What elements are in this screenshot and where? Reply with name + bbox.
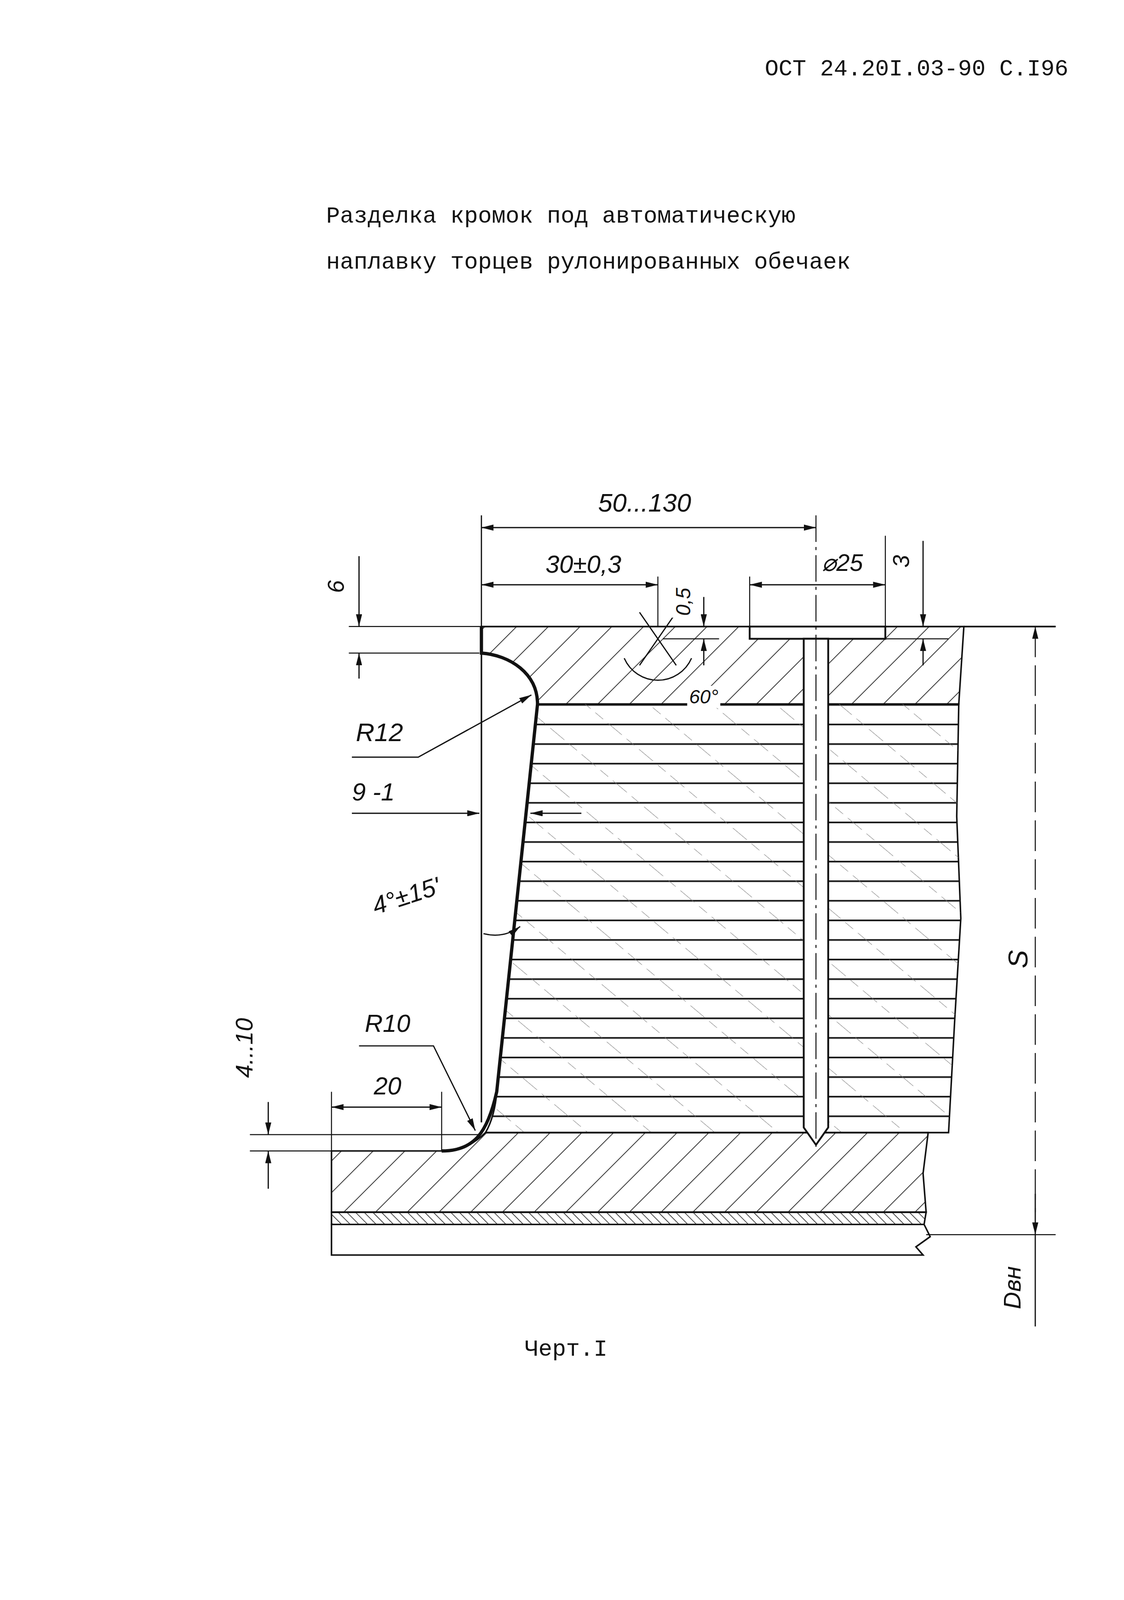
counterbore: [749, 626, 886, 639]
extension-line: [885, 637, 949, 639]
radius-text: R10: [362, 1008, 413, 1038]
dimension-text: 50...130: [596, 487, 693, 518]
extension-line: [441, 1091, 442, 1151]
dimension-text: 0,5: [671, 585, 696, 618]
extension-line: [480, 515, 482, 627]
base-strip: [331, 1224, 931, 1256]
dimension-line: [1034, 626, 1036, 1212]
dimension-line: [481, 527, 816, 529]
dimension-line: [1034, 1234, 1037, 1327]
leader-line: [530, 812, 582, 815]
dimension-arrow: [358, 653, 360, 679]
extension-line: [249, 1150, 332, 1152]
leader-line: [351, 812, 480, 815]
inner-shell: [331, 1132, 929, 1212]
extension-line: [884, 535, 886, 627]
angle-arc: [483, 926, 521, 935]
dimension-text: 30±0,3: [543, 549, 624, 579]
document-code: ОСТ 24.20I.03-90 С.I96: [762, 56, 1071, 83]
dimension-line: [481, 584, 659, 586]
leader-line: [359, 1045, 476, 1130]
center-line: [815, 515, 817, 1151]
dimension-line: [331, 1106, 442, 1108]
dimension-text: 4...10: [230, 1015, 259, 1080]
dimension-text: 3: [888, 552, 916, 570]
dimension-line: [749, 584, 886, 586]
angle-text: 60°: [687, 685, 721, 708]
figure-caption: Черт.I: [522, 1336, 610, 1363]
drawing-title: Разделка кромок под автоматическую напла…: [324, 193, 889, 286]
dimension-text: Dвн: [998, 1263, 1027, 1311]
dimension-text: 6: [323, 578, 350, 595]
dimension-arrow: [922, 540, 924, 627]
dimension-arrow: [267, 1101, 270, 1135]
dimension-arrow: [922, 638, 924, 666]
angle-arc: [624, 658, 692, 681]
extension-line: [926, 1233, 1056, 1235]
extension-line: [749, 576, 751, 627]
groove-outline: [441, 626, 538, 1151]
dimension-arrow: [703, 638, 705, 666]
dimension-arrow: [703, 596, 705, 627]
extension-line: [1020, 625, 1056, 627]
reference-line: [480, 626, 482, 1123]
dimension-text: ⌀25: [820, 549, 865, 577]
leader-line: [351, 694, 532, 757]
radius-text: R12: [354, 717, 406, 747]
dimension-text: 9 -1: [349, 777, 397, 806]
dimension-text: S: [1002, 947, 1034, 970]
dimension-arrow: [267, 1150, 270, 1189]
extension-line: [657, 576, 659, 627]
dimension-arrow: [1034, 1193, 1037, 1235]
extension-line: [249, 1133, 480, 1135]
top-surface: [963, 625, 1056, 627]
cladding-strip: [331, 1211, 927, 1225]
top-layer: [481, 626, 964, 705]
extension-line: [348, 652, 480, 654]
dimension-text: 20: [372, 1071, 404, 1100]
rolled-layers: [485, 704, 961, 1133]
extension-line: [331, 1091, 333, 1151]
angle-text: 4°±15': [366, 870, 446, 921]
extension-line: [663, 637, 720, 639]
extension-line: [348, 625, 482, 627]
layers-hatch: [485, 704, 961, 1133]
dimension-arrow: [358, 556, 360, 627]
